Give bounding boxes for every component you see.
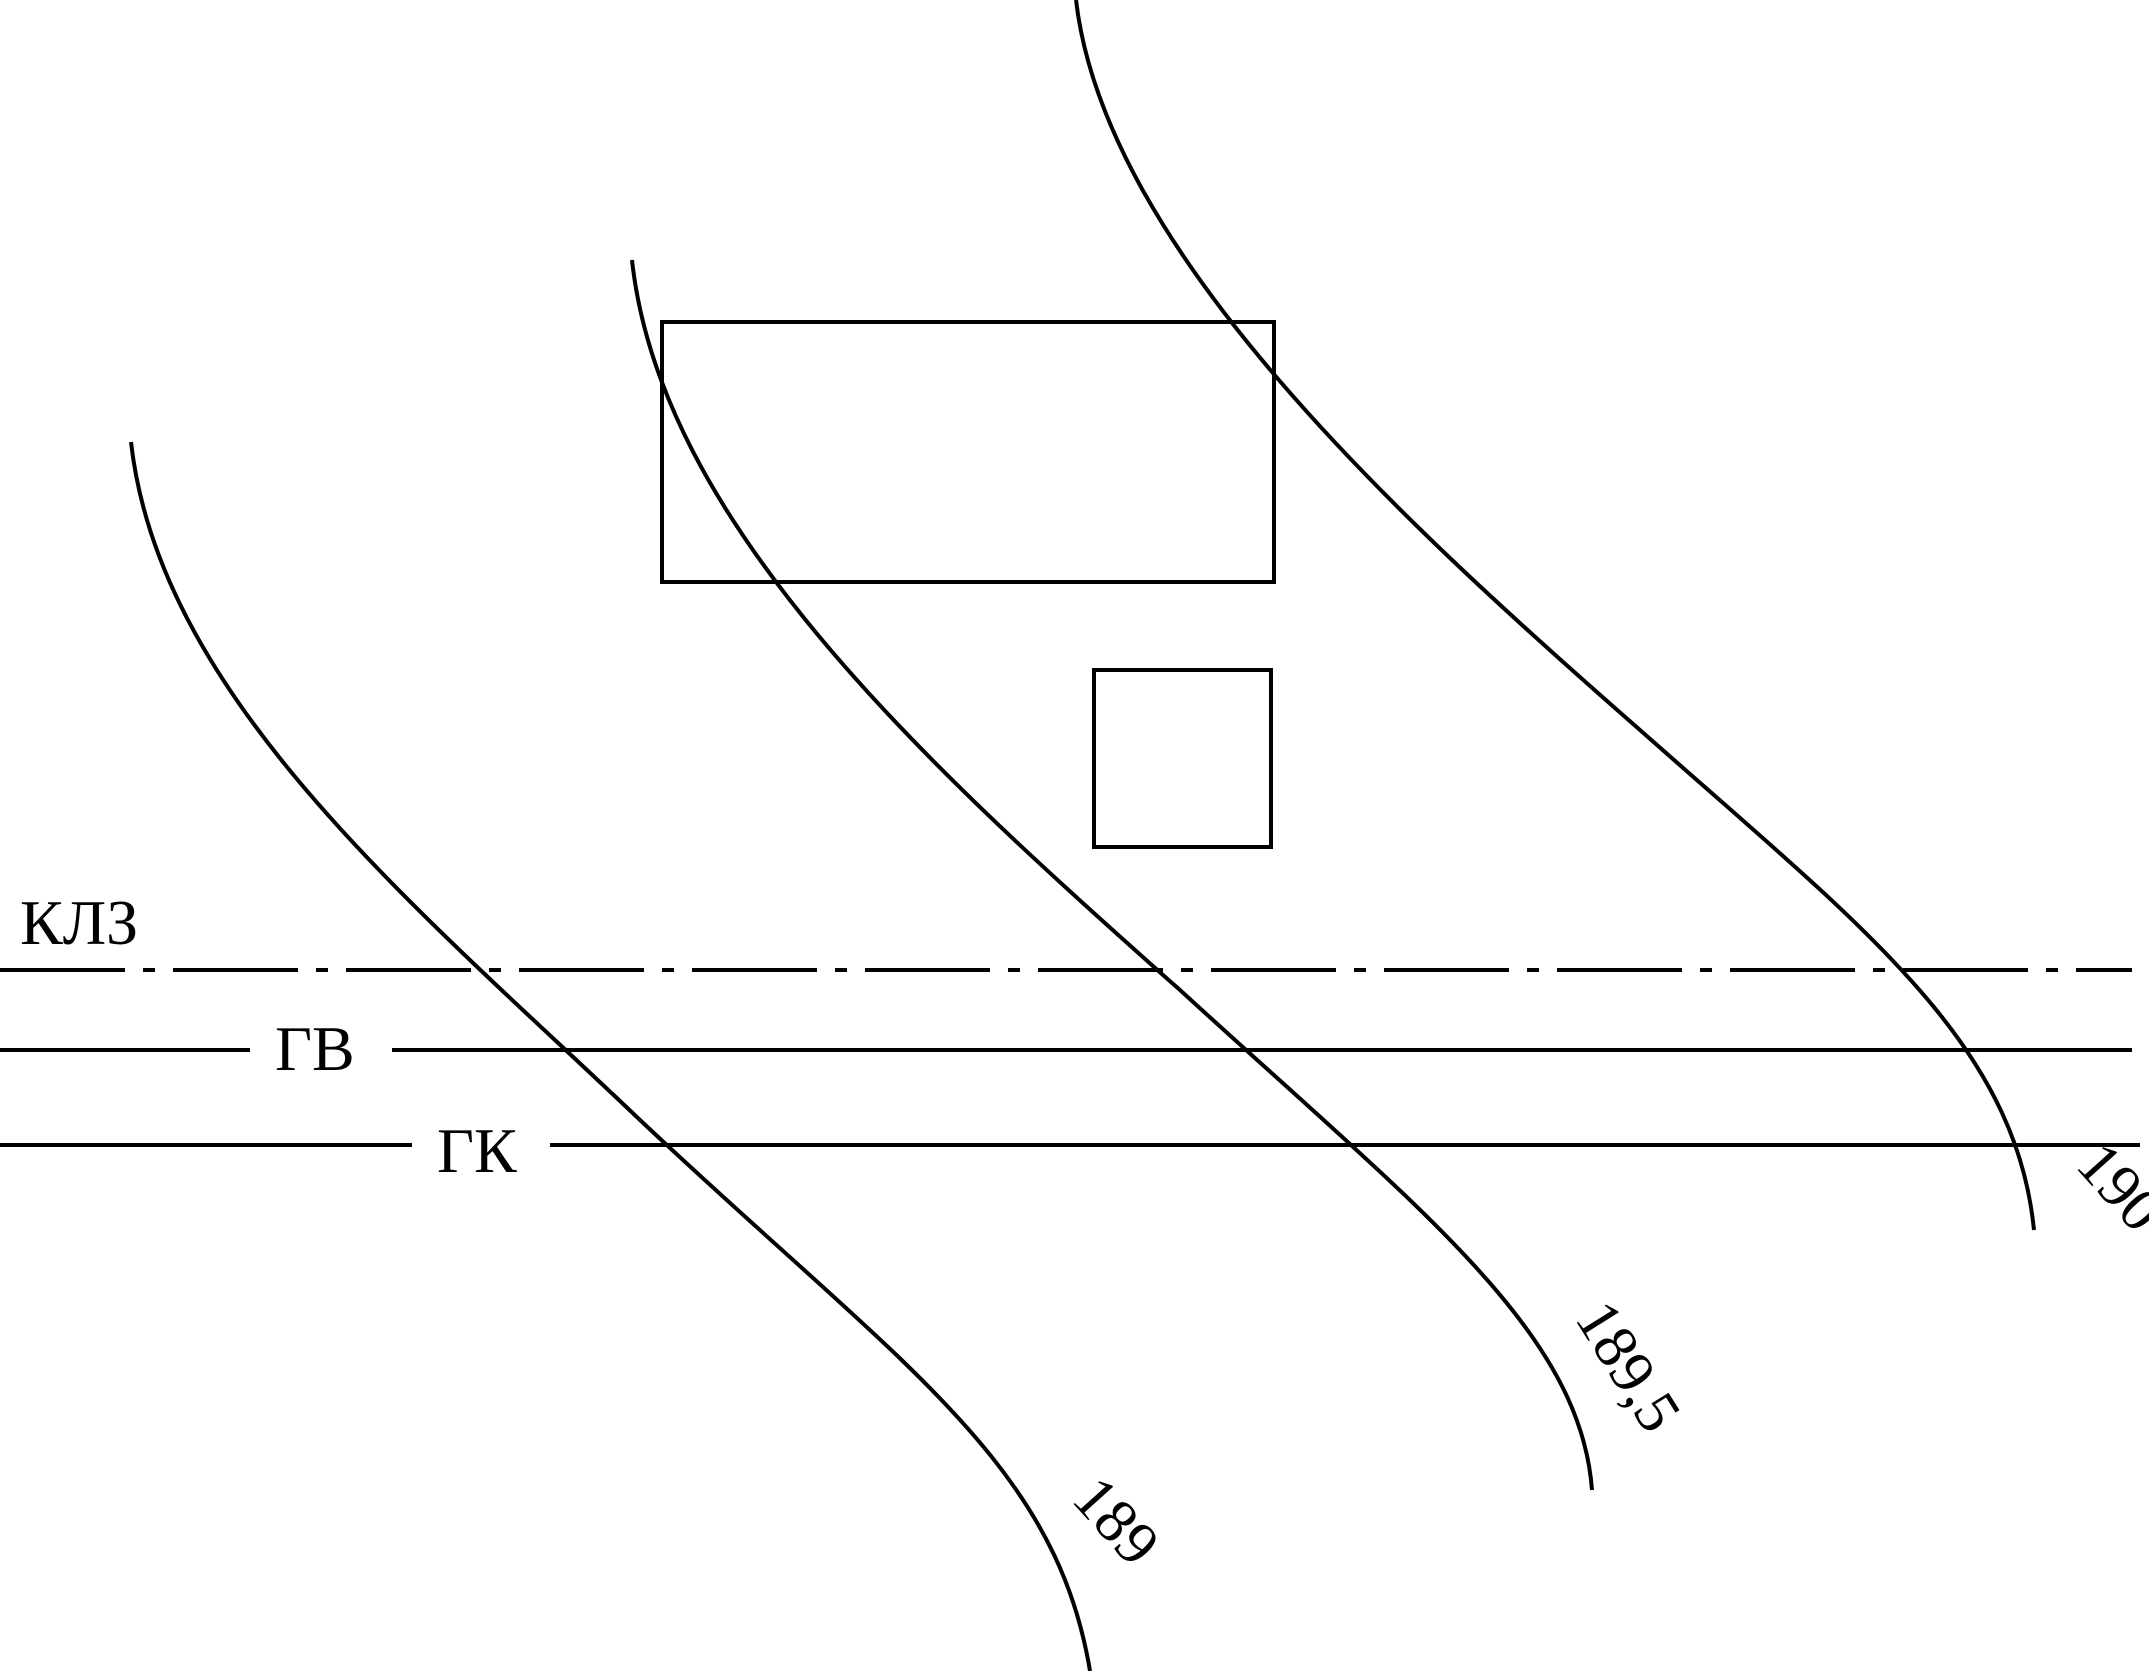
contour-label-189-5: 189,5 — [1562, 1289, 1694, 1443]
klz-label: КЛЗ — [20, 887, 138, 958]
contour-label-189: 189 — [1060, 1464, 1173, 1579]
contour-label-190: 190 — [2064, 1130, 2149, 1245]
large-building — [660, 320, 1276, 584]
small-building — [1092, 668, 1273, 849]
contour-line-189 — [129, 441, 1092, 1671]
contour-line-189-5 — [630, 259, 1594, 1491]
gv-label: ГВ — [275, 1013, 355, 1084]
contour-line-190 — [1074, 0, 2036, 1231]
gk-label: ГК — [437, 1115, 517, 1186]
